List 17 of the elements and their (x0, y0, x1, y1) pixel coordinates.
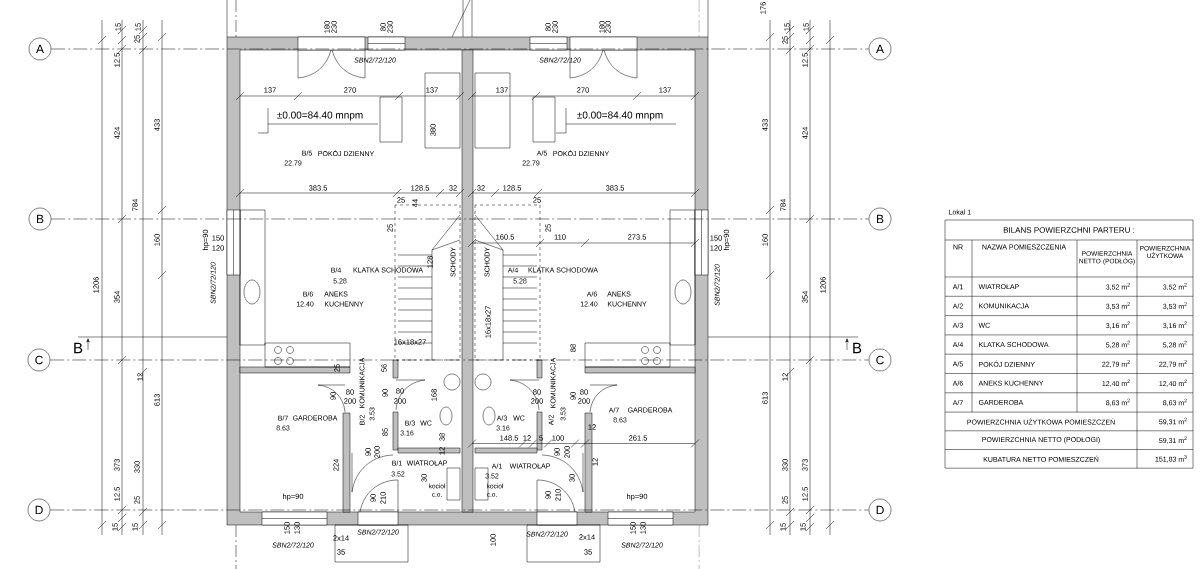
grid-bubble: D (27, 498, 51, 522)
grid-bubble: A (28, 37, 52, 61)
grid-line (50, 359, 869, 361)
grid-bubble: A (868, 37, 892, 61)
grid-line (51, 218, 869, 220)
grid-line (50, 509, 869, 511)
section-letter: B (853, 342, 862, 354)
grid-bubble: B (28, 207, 52, 231)
grid-bubble: C (27, 348, 51, 372)
section-letter: B (74, 342, 83, 354)
grid-bubble: B (868, 207, 892, 231)
grid-bubble: C (868, 348, 892, 372)
level-mark-text: ±0.00=84.40 mnpm (577, 111, 663, 121)
table-title: BILANS POWIERZCHNI PARTERU : (1003, 227, 1135, 233)
level-mark-text: ±0.00=84.40 mnpm (277, 111, 363, 121)
grid-bubble: D (868, 498, 892, 522)
grid-line (51, 48, 869, 50)
